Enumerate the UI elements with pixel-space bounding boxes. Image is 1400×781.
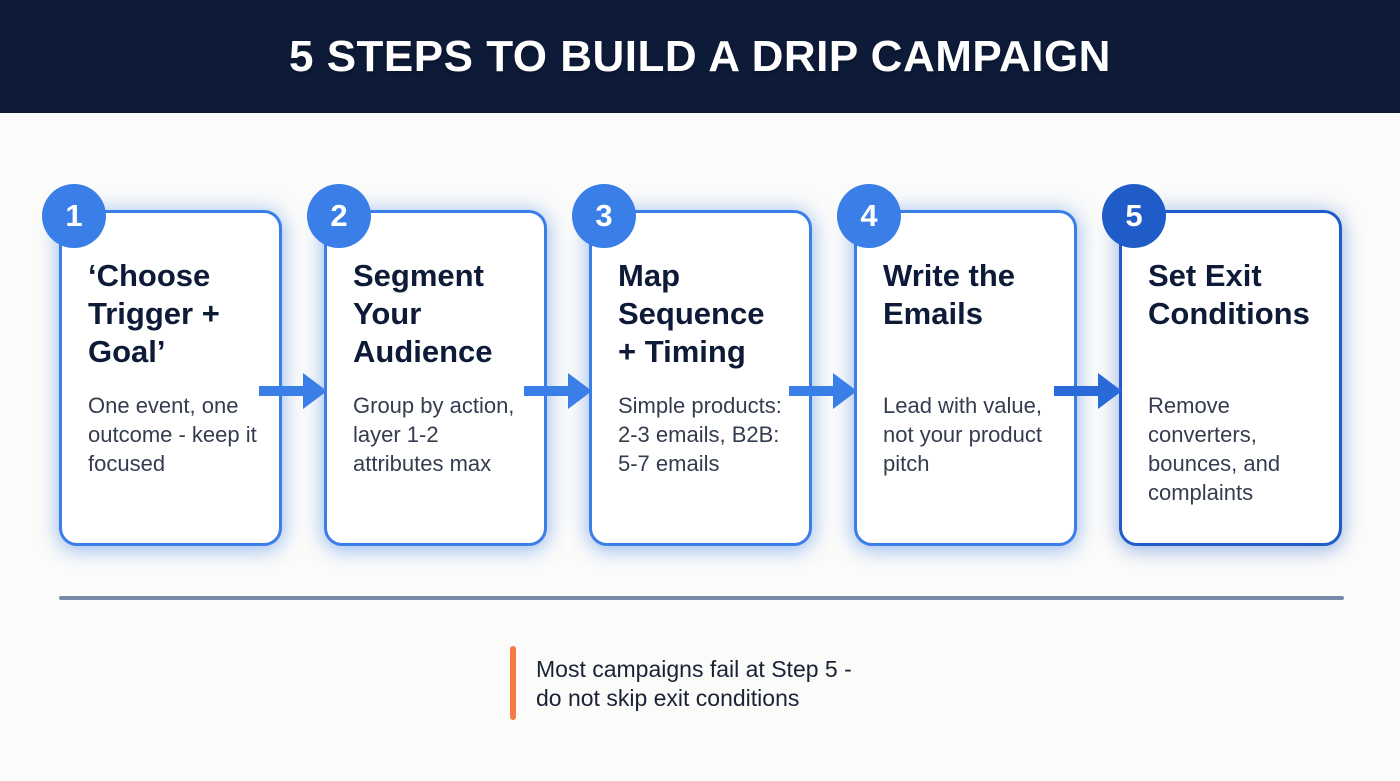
step-number-badge: 3 [572, 184, 636, 248]
step-description: Lead with value, not your product pitch [883, 393, 1042, 476]
page-title: 5 STEPS TO BUILD A DRIP CAMPAIGN [289, 31, 1111, 81]
step-title: Map Sequence + Timing [618, 258, 765, 369]
arrow-right-icon [1054, 373, 1122, 409]
step-card-5: 5 Set Exit Conditions Remove converters,… [1102, 184, 1342, 546]
section-divider [59, 596, 1344, 600]
callout-accent-bar [510, 646, 516, 720]
arrow-right-icon [524, 373, 592, 409]
step-number-badge: 1 [42, 184, 106, 248]
step-card-4: 4 Write the Emails Lead with value, not … [837, 184, 1077, 546]
step-description: Group by action, layer 1-2 attributes ma… [353, 393, 515, 476]
step-card-2: 2 Segment Your Audience Group by action,… [307, 184, 547, 546]
arrow-right-icon [789, 373, 857, 409]
step-card-1: 1 ‘Choose Trigger + Goal’ One event, one… [42, 184, 282, 546]
step-title: Set Exit Conditions [1148, 258, 1310, 331]
step-number-badge: 2 [307, 184, 371, 248]
step-description: Simple products: 2-3 emails, B2B: 5-7 em… [618, 393, 782, 476]
step-description: One event, one outcome - keep it focused [88, 393, 257, 476]
step-title: Segment Your Audience [353, 258, 493, 369]
header-banner: 5 STEPS TO BUILD A DRIP CAMPAIGN [0, 0, 1400, 113]
step-title: ‘Choose Trigger + Goal’ [88, 258, 220, 369]
step-number-badge: 4 [837, 184, 901, 248]
arrow-right-icon [259, 373, 327, 409]
step-number-badge: 5 [1102, 184, 1166, 248]
callout-text: Most campaigns fail at Step 5 - do not s… [536, 656, 852, 711]
step-description: Remove converters, bounces, and complain… [1148, 393, 1281, 505]
callout-note: Most campaigns fail at Step 5 - do not s… [510, 646, 876, 720]
step-title: Write the Emails [883, 258, 1016, 331]
step-card-3: 3 Map Sequence + Timing Simple products:… [572, 184, 812, 546]
